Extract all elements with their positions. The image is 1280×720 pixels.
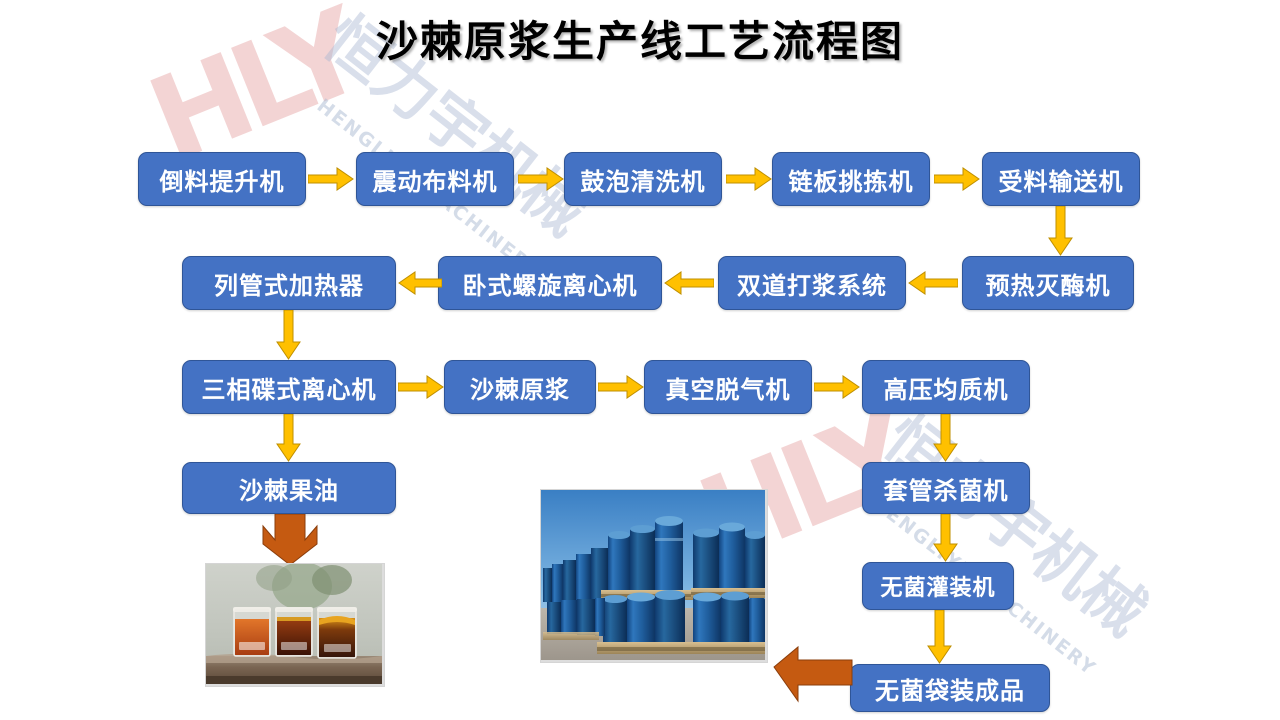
node-shaji-guoyou[interactable]: 沙棘果油 [182, 462, 396, 514]
arrow-right-r3-3 [814, 374, 860, 400]
arrow-right-r3-2 [598, 374, 644, 400]
node-lianban-tiaojianji[interactable]: 链板挑拣机 [772, 152, 930, 206]
arrow-right-r1-2 [518, 166, 564, 192]
arrow-down-to-shaji-guoyou [276, 414, 302, 462]
node-wujun-daizhuang-chengpin[interactable]: 无菌袋装成品 [850, 664, 1050, 712]
node-sanxiang-dieshi-lixinji[interactable]: 三相碟式离心机 [182, 360, 396, 414]
arrow-right-r1-3 [726, 166, 772, 192]
arrow-right-r1-1 [308, 166, 354, 192]
chevron-down-to-oil-photo [255, 513, 325, 570]
arrow-left-to-barrels-photo [772, 645, 854, 707]
arrow-down-r1-to-r2 [1048, 206, 1074, 256]
node-shaji-yuanjiang[interactable]: 沙棘原浆 [444, 360, 596, 414]
node-liéguanshi-jiareqi[interactable]: 列管式加热器 [182, 256, 396, 310]
arrow-left-r2-1 [908, 270, 958, 296]
node-woshi-luoxuan-lixinji[interactable]: 卧式螺旋离心机 [438, 256, 662, 310]
node-gaoya-junzhiji[interactable]: 高压均质机 [862, 360, 1030, 414]
arrow-left-r2-3 [398, 270, 442, 296]
arrow-down-to-wujun-guanzhuangji [933, 514, 959, 562]
arrow-right-r3-1 [398, 374, 444, 400]
node-wujun-guanzhuangji[interactable]: 无菌灌装机 [862, 562, 1014, 610]
node-shuangdao-dajiang-xitong[interactable]: 双道打浆系统 [718, 256, 906, 310]
arrow-down-r2-to-r3 [276, 310, 302, 360]
node-shouliao-shusongji[interactable]: 受料输送机 [982, 152, 1140, 206]
page-title: 沙棘原浆生产线工艺流程图 [375, 17, 904, 66]
sea-buckthorn-oil-beakers-photo [205, 563, 385, 687]
arrow-right-r1-4 [934, 166, 980, 192]
arrow-down-to-wujun-daizhuang-chengpin [927, 610, 953, 664]
blue-barrels-on-pallets-photo [540, 489, 768, 663]
node-zhenkong-tuoqiji[interactable]: 真空脱气机 [644, 360, 812, 414]
node-yure-mieméiji[interactable]: 预热灭酶机 [962, 256, 1134, 310]
node-daoliao-tishengji[interactable]: 倒料提升机 [138, 152, 306, 206]
arrow-down-to-taoguan-shajunji [933, 414, 959, 462]
arrow-left-r2-2 [664, 270, 714, 296]
node-zhendong-buliaoji[interactable]: 震动布料机 [356, 152, 514, 206]
node-gupao-qingxiji[interactable]: 鼓泡清洗机 [564, 152, 722, 206]
node-taoguan-shajunji[interactable]: 套管杀菌机 [862, 462, 1030, 514]
